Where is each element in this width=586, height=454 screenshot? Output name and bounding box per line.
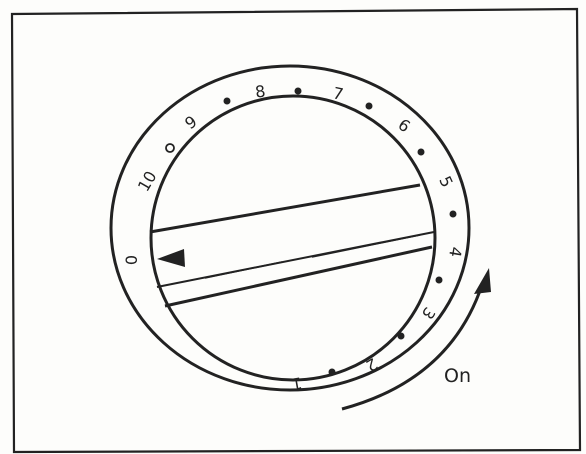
pointer-arrow (157, 249, 185, 267)
scale-label-9: 9 (181, 112, 200, 133)
on-direction-arc (341, 284, 484, 411)
on-direction-arrowhead (474, 268, 491, 294)
scale-dot (294, 87, 302, 95)
scale-label-4: 4 (445, 245, 465, 258)
scale-dots (165, 87, 457, 376)
on-label: On (444, 365, 471, 387)
scale-label-2: 2 (363, 354, 381, 376)
scale-dot (397, 332, 405, 340)
scale-dot (435, 276, 443, 284)
scale-label-0: 0 (122, 255, 141, 265)
scale-dot (223, 97, 231, 105)
control-knob (149, 94, 437, 382)
scale-label-7: 7 (331, 83, 345, 104)
scale-label-3: 3 (418, 304, 439, 323)
scale-dot (417, 148, 425, 156)
scale-dot (328, 368, 336, 376)
scale-label-1: 1 (290, 373, 303, 393)
scale-label-10: 10 (134, 168, 161, 195)
scale-label-5: 5 (435, 173, 457, 190)
knob-grip-highlight (204, 234, 421, 279)
figure-frame (10, 7, 582, 454)
scale-dot (365, 102, 373, 110)
scale-label-6: 6 (395, 115, 414, 136)
scale-dot (165, 143, 175, 153)
knob-grip-bar (149, 183, 421, 234)
knob-grip-bar (164, 245, 433, 308)
dial-outer-ring (109, 64, 471, 392)
scale-dot (449, 210, 457, 218)
scale-label-8: 8 (254, 81, 267, 101)
